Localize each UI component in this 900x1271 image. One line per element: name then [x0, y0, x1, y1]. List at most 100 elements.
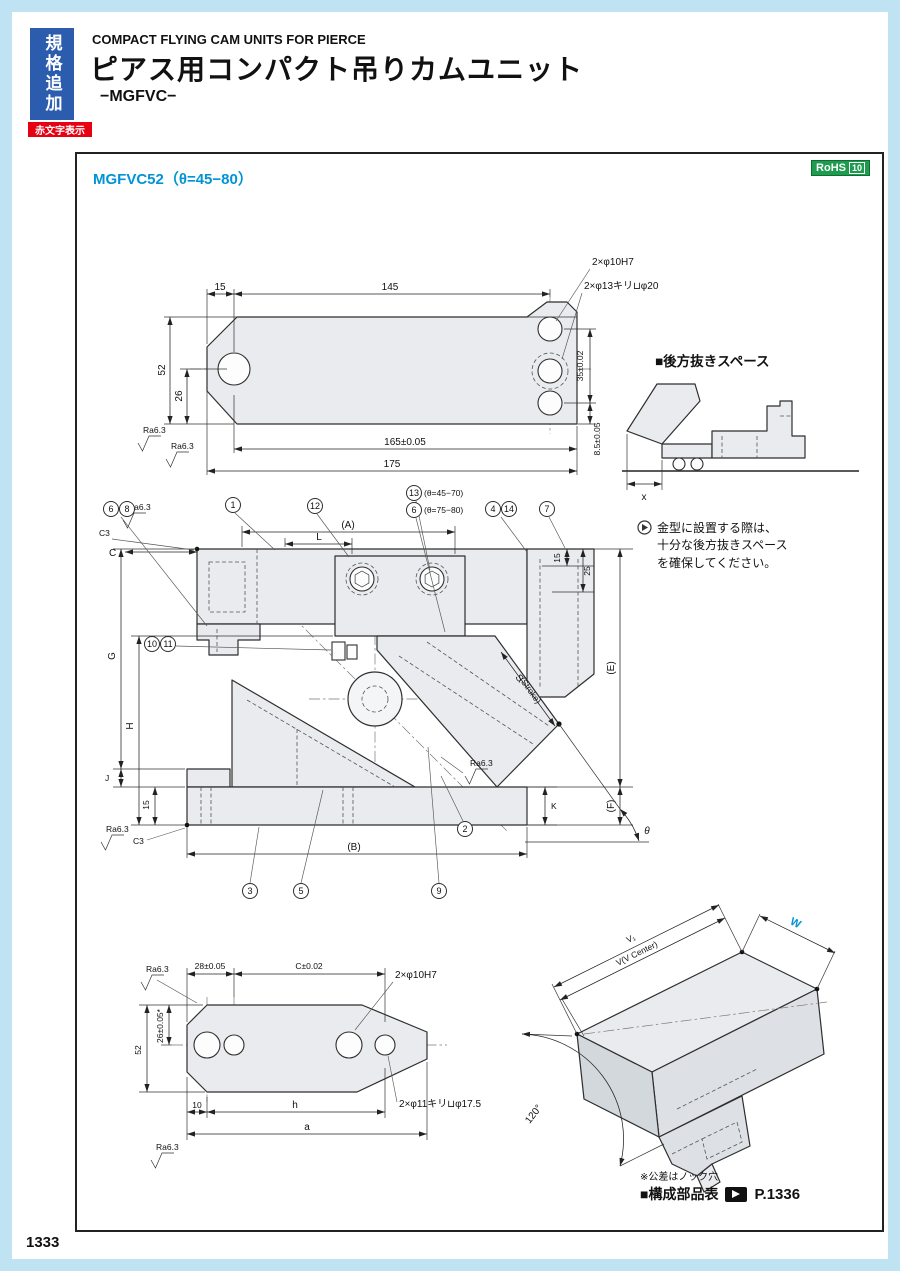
ra-label: Ra6.3	[128, 502, 151, 512]
surface-finish-symbol: Ra6.3	[122, 502, 151, 529]
callout-leaders	[120, 500, 566, 884]
dim-label: (F)	[606, 800, 617, 813]
dim-label: 10	[192, 1100, 202, 1110]
dim-label: 145	[382, 282, 399, 293]
page-number: 1333	[26, 1234, 60, 1251]
surface-finish-symbol: Ra6.3	[137, 425, 166, 452]
callout-number: 14	[504, 504, 514, 514]
hidden-lines	[200, 549, 579, 825]
model-subtitle: −MGFVC−	[100, 88, 177, 105]
surface-finish-symbol: Ra6.3	[464, 758, 493, 785]
surface-finish-symbol: Ra6.3	[165, 441, 194, 468]
dim-label: H	[125, 722, 136, 729]
ra-label: Ra6.3	[106, 824, 129, 834]
dim-label: 25	[582, 566, 592, 576]
ra-label: Ra6.3	[143, 425, 166, 435]
callout-number: 7	[544, 504, 549, 514]
note-line: を確保してください。	[657, 555, 777, 570]
dim-label: V₁	[625, 932, 637, 945]
note-line: 十分な後方抜きスペース	[657, 538, 788, 553]
callout-range: (θ=45−70)	[424, 488, 463, 498]
ra-label: Ra6.3	[146, 964, 169, 974]
hole-callouts: 2×φ10H7 2×φ13キリ⊔φ20	[555, 257, 659, 360]
hole-callouts: 2×φ10H7 2×φ11キリ⊔φ17.5	[354, 970, 481, 1110]
installation-note: 金型に設置する際は、 十分な後方抜きスペース を確保してください。	[637, 520, 887, 572]
spec-added-tab: 規格追加	[30, 28, 74, 120]
angle-label: θ	[644, 826, 650, 837]
parts-table-reference: ■構成部品表 P.1336	[640, 1184, 800, 1204]
model-heading: MGFVC52（θ=45−80）	[93, 171, 253, 188]
iso-parts	[576, 951, 825, 1193]
dimensions: (A) L C 15 25 (E) (F) G H J 15	[105, 520, 650, 857]
dim-label: G	[107, 652, 118, 660]
dim-label: 26	[174, 390, 185, 402]
rear-space-parts	[626, 383, 806, 471]
chamfer-label: C3	[133, 836, 144, 846]
side-assembly-drawing: (A) L C 15 25 (E) (F) G H J 15	[99, 485, 650, 899]
dim-label: 15	[141, 800, 151, 810]
top-plate-drawing: 15 145 52 26 165±0.05 175 35±0.02 8.5±0.…	[137, 257, 659, 475]
dim-label: K	[551, 801, 557, 811]
x-dimension: x	[626, 434, 663, 503]
drawing-panel: MGFVC52（θ=45−80） RoHS 10	[75, 152, 884, 1232]
callout-number: 8	[124, 504, 129, 514]
dim-label: 26±0.05*	[155, 1008, 165, 1043]
callout-number: 2	[462, 824, 467, 834]
rohs-version: 10	[848, 162, 865, 174]
dim-label: a	[304, 1122, 310, 1133]
dim-label: C±0.02	[295, 961, 323, 971]
dowel-hole-callout: 2×φ10H7	[395, 970, 437, 981]
callout-number: 10	[147, 639, 157, 649]
dim-label: h	[292, 1100, 298, 1111]
dim-label: J	[105, 773, 109, 783]
hidden-lines	[721, 415, 792, 458]
dim-label: 52	[157, 364, 168, 376]
angle-label: 120°	[523, 1103, 544, 1126]
dim-label: (A)	[341, 520, 354, 531]
fasteners	[331, 562, 449, 727]
page-ref-label: P.1336	[754, 1185, 801, 1203]
dim-label: 15	[552, 553, 562, 563]
callout-number: 3	[247, 886, 252, 896]
ra-label: Ra6.3	[171, 441, 194, 451]
dim-label: 28±0.05	[195, 961, 226, 971]
dim-label: 8.5±0.05	[592, 422, 602, 455]
dimensions: 15 145 52 26 165±0.05 175 35±0.02 8.5±0.…	[157, 282, 602, 474]
extension-lines	[113, 526, 633, 858]
callout-number: 1	[230, 500, 235, 510]
cbore-hole-callout: 2×φ11キリ⊔φ17.5	[399, 1099, 481, 1110]
dim-label: 35±0.02	[575, 350, 585, 381]
tolerance-note: ※公差はノック穴	[640, 1170, 718, 1183]
plate-outline	[186, 1004, 428, 1093]
callout-number: 11	[163, 639, 172, 649]
bottom-plate-drawing: 28±0.05 C±0.02 26±0.05* 52 10 h a 2×φ10H…	[133, 961, 481, 1169]
callout-number: 12	[310, 501, 320, 511]
dim-label: (B)	[347, 842, 360, 853]
surface-finish-symbol: Ra6.3	[140, 964, 169, 991]
note-line: 金型に設置する際は、	[657, 521, 778, 535]
dim-label: (E)	[606, 661, 617, 674]
page-title: ピアス用コンパクト吊りカムユニット	[90, 54, 584, 85]
callout-number: 4	[490, 504, 495, 514]
dim-label: 165±0.05	[384, 437, 426, 448]
red-text-label: 赤文字表示	[28, 122, 92, 137]
rear-space-drawing: x	[622, 383, 859, 503]
dim-label: L	[316, 532, 322, 543]
ra-label: Ra6.3	[156, 1142, 179, 1152]
part-callouts: 6 8 1 12 13 (θ=45−70) 6 (θ=75−80) 4 14 7…	[103, 485, 555, 899]
chamfer-label: C3	[99, 528, 110, 538]
dim-label: W	[788, 916, 803, 932]
dim-label: x	[642, 492, 647, 503]
dim-label: 175	[384, 459, 401, 470]
parts-table-label: ■構成部品表	[640, 1186, 719, 1202]
callout-number: 6	[108, 504, 113, 514]
chamfer-callouts: C3 C3	[99, 528, 195, 846]
callout-number: 5	[298, 886, 303, 896]
dim-label: 15	[214, 282, 226, 293]
callout-number: 9	[436, 886, 441, 896]
plate-holes	[193, 1031, 396, 1059]
dim-label: C	[109, 548, 116, 559]
cbore-hole-callout: 2×φ13キリ⊔φ20	[584, 281, 659, 292]
rohs-badge: RoHS 10	[811, 160, 870, 176]
